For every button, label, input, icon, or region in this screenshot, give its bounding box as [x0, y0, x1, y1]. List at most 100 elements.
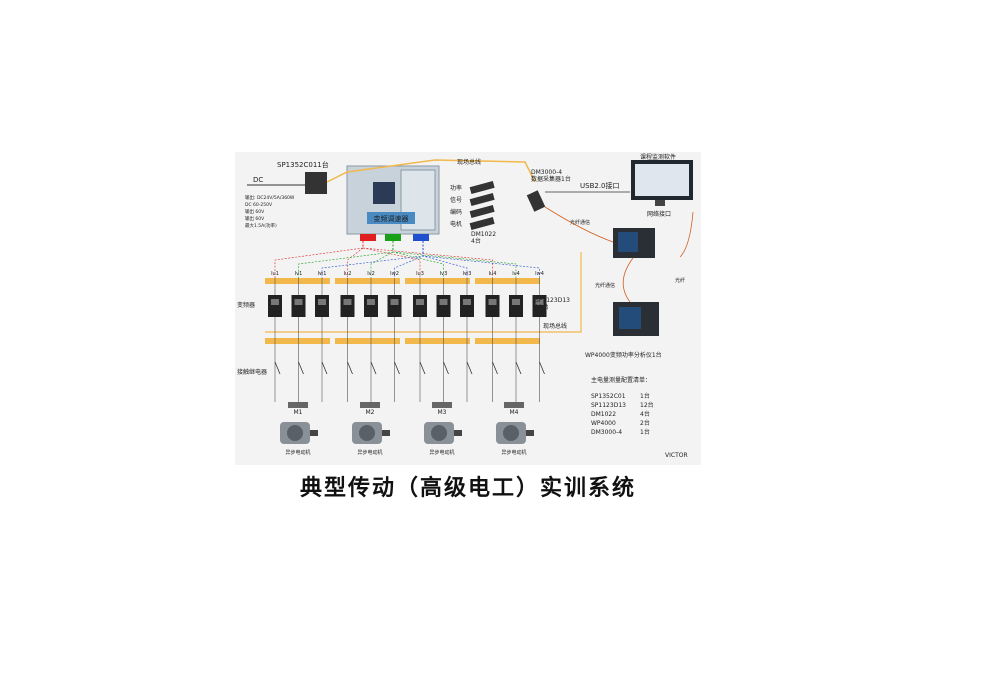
sensor-window: [390, 299, 399, 305]
contactor-switch: [466, 361, 473, 375]
switch-label: 接触继电器: [237, 368, 267, 376]
dm1022-sensor: [469, 216, 495, 230]
motor-terminal: [288, 402, 308, 408]
watermark: VICTOR: [665, 452, 688, 459]
sp1123-sensor: [291, 295, 306, 317]
sensor-window: [488, 299, 497, 305]
wp4000-upper-screen: [618, 232, 638, 252]
motor-shaft: [382, 430, 390, 436]
sp-top-label: SP1352C011台: [277, 160, 329, 169]
sensor-window: [439, 299, 448, 305]
contactor-switch: [443, 361, 449, 375]
sp-top-device: [305, 172, 327, 194]
feed-line: [362, 241, 493, 278]
sensor-window: [367, 299, 375, 305]
network-label: 网络接口: [647, 210, 671, 218]
motor-terminal: [504, 402, 524, 408]
motor-shaft: [526, 430, 534, 436]
config-item-name: DM1022: [591, 411, 616, 418]
monitor-stand: [655, 200, 665, 206]
sp1123-sensor: [268, 295, 282, 317]
motor-sub-label: 异步电动机: [285, 449, 310, 456]
motor-shaft: [454, 430, 462, 436]
fiber-link-3: [622, 257, 634, 303]
sensor-window: [463, 299, 471, 305]
current-label: Iv3: [440, 271, 448, 277]
fieldbus-label: 现场总线: [457, 158, 481, 166]
sp-spec-line: DC 60-250V: [245, 202, 273, 208]
pc-screen: [635, 164, 689, 196]
current-label: Iu3: [416, 271, 424, 277]
wp4000-lower-screen: [619, 307, 641, 329]
config-item-qty: 1台: [640, 428, 650, 436]
sp-spec-line: 最大1.5A(功率): [245, 222, 277, 229]
wp-label: WP4000变频功率分析仪1台: [585, 351, 662, 359]
diagram-svg: 变频调速器 SP1352C011台 DC 输出: DC24V/5A/360WDC…: [237, 153, 694, 459]
config-item-qty: 12台: [640, 401, 654, 409]
feed-line: [422, 241, 540, 278]
sp1123-sensor: [315, 295, 329, 317]
motor-terminal: [432, 402, 452, 408]
monitor-title: 课程监测软件: [640, 153, 676, 161]
config-item-name: SP1352C01: [591, 393, 626, 400]
sp-spec-line: 输出: DC24V/5A/360W: [245, 194, 295, 201]
phase-v-tag: [385, 234, 401, 241]
sensor-window: [535, 299, 544, 305]
fieldbus-bottom-line: [265, 252, 582, 333]
bus-bar: [265, 338, 330, 344]
motor-label: M1: [294, 409, 303, 416]
sp1123-sensor: [509, 295, 523, 317]
fiber-link-1: [544, 206, 614, 243]
cabinet-label-plate: [367, 212, 415, 224]
sensor-window: [343, 299, 352, 305]
config-item-name: DM3000-4: [591, 429, 622, 436]
motor-sub-label: 异步电动机: [429, 449, 454, 456]
feed-line: [392, 241, 517, 278]
bus-bar: [475, 338, 540, 344]
sp1123-sensor: [436, 295, 451, 317]
phase-w-tag: [413, 234, 429, 241]
link-label-3: 光纤通信: [595, 282, 615, 289]
bus-bar: [335, 338, 400, 344]
motor-label: M2: [366, 409, 375, 416]
sp1123-sensor: [485, 295, 500, 317]
motor-sub-label: 异步电动机: [357, 449, 382, 456]
sensor-window: [294, 299, 303, 305]
dm1022-sensor: [469, 204, 495, 218]
contactor-switch: [515, 361, 522, 375]
sensor-window: [416, 299, 424, 305]
current-label: Iw2: [390, 271, 399, 277]
fiber-link-2: [679, 211, 694, 258]
motor-shaft: [310, 430, 318, 436]
contactor-switch: [298, 361, 304, 375]
fieldbus-top-line: [326, 159, 536, 183]
dm-label: 电机: [450, 220, 462, 228]
sp1123-sensor: [460, 295, 474, 317]
contactor-switch: [394, 361, 400, 375]
dc-label: DC: [253, 176, 263, 184]
config-title: 主电量测量配置清单：: [591, 376, 651, 384]
dm-label: 信号: [450, 196, 462, 204]
inverter-label: 变频器: [237, 301, 255, 309]
link-label-1: 光纤通信: [570, 219, 590, 226]
dm-label: 编码: [450, 208, 462, 216]
dm1022-sensor: [469, 192, 495, 206]
cabinet-label: 变频调速器: [374, 214, 409, 223]
bus-bar: [405, 338, 470, 344]
dm3000-device: [526, 190, 546, 212]
sp1123-sensor: [340, 295, 355, 317]
sp1123-sensor: [387, 295, 402, 317]
config-item-qty: 2台: [640, 419, 650, 427]
sensor-window: [271, 299, 279, 305]
motor-end: [431, 425, 447, 441]
bus-bar: [335, 278, 400, 284]
sensor-window: [318, 299, 326, 305]
motor-end: [287, 425, 303, 441]
contactor-switch: [321, 361, 328, 375]
motor-label: M4: [510, 409, 519, 416]
